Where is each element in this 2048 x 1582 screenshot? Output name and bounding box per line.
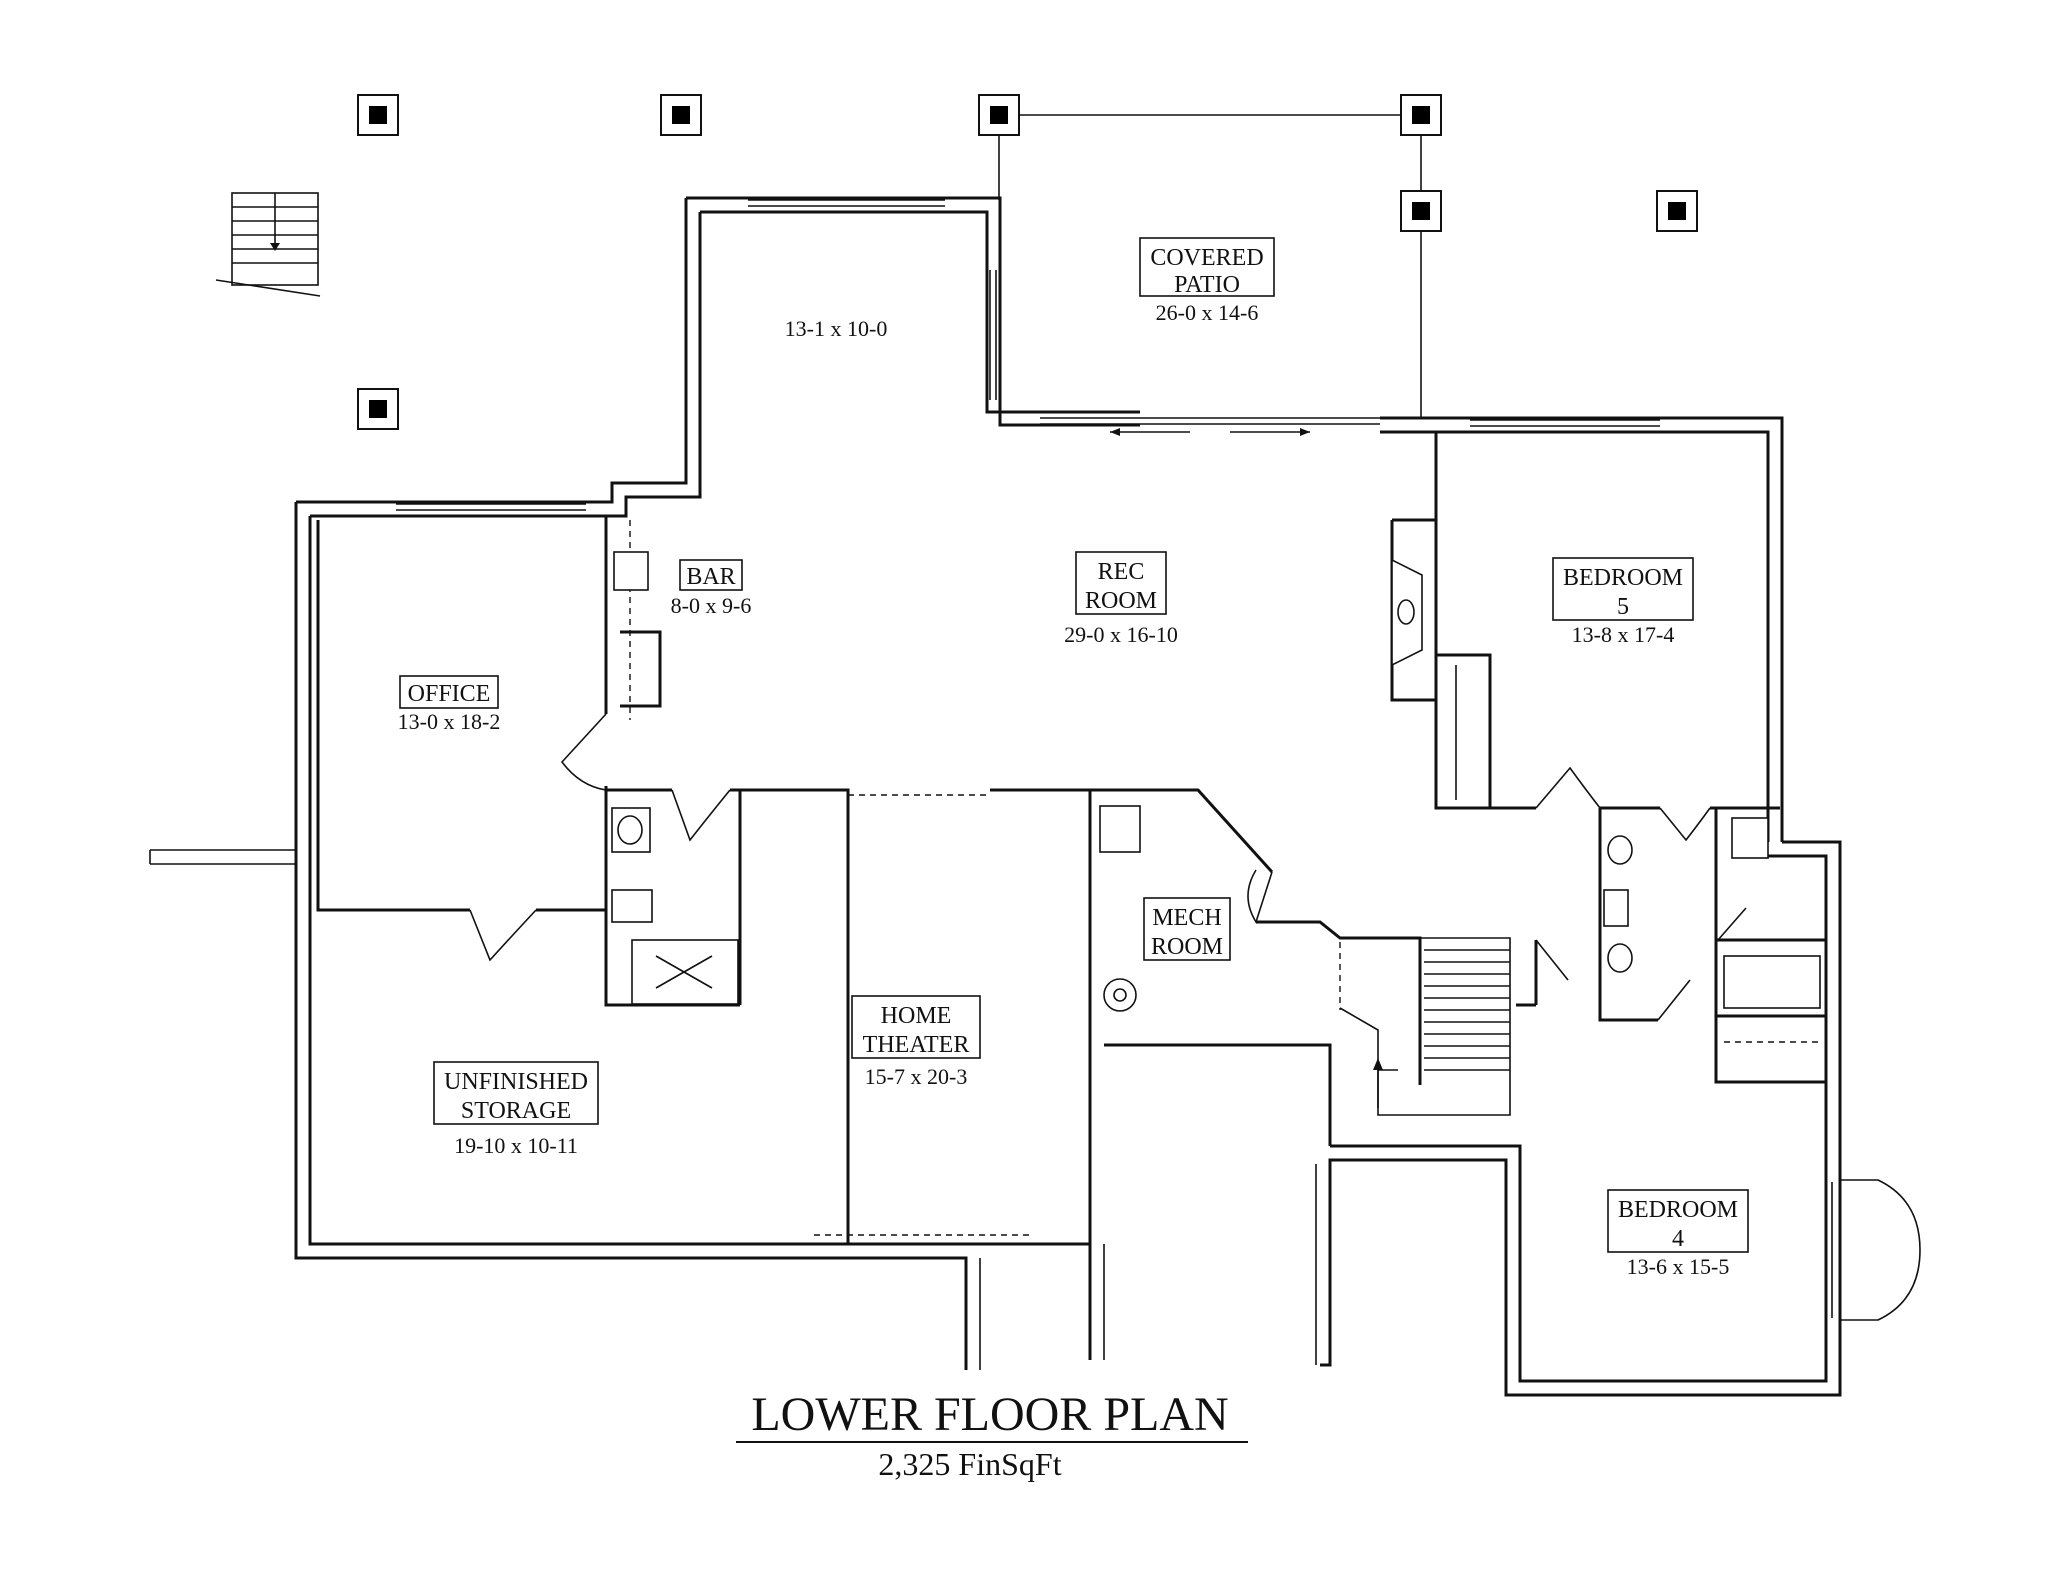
- bedroom4-label-box: [1607, 1189, 1749, 1253]
- bedroom4-dims: 13-6 x 15-5: [1627, 1254, 1730, 1279]
- fixtures: [611, 551, 1821, 1043]
- beam-lines: [998, 114, 1422, 418]
- rec-room-name-1: REC: [1098, 559, 1145, 585]
- plan-subtitle: 2,325 FinSqFt: [878, 1446, 1061, 1482]
- home-theater-dims: 15-7 x 20-3: [865, 1064, 968, 1089]
- right-sink-icon: [1607, 835, 1633, 865]
- bar-sink-icon: [613, 551, 649, 591]
- bedroom4-name-1: BEDROOM: [1618, 1197, 1738, 1223]
- right-toilet-icon: [1731, 817, 1769, 859]
- door-swings: [469, 713, 1747, 1021]
- rec-room-name-2: ROOM: [1085, 588, 1157, 614]
- rec-room-label-box: [1075, 551, 1167, 615]
- office-dims: 13-0 x 18-2: [398, 709, 501, 734]
- room-labels: COVERED PATIO 26-0 x 14-6 13-1 x 10-0 BA…: [398, 237, 1749, 1279]
- bathtub-icon: [1723, 955, 1821, 1009]
- column-post: [1656, 190, 1698, 232]
- column-post: [978, 94, 1020, 136]
- covered-patio-name-1: COVERED: [1150, 245, 1263, 271]
- home-theater-name-1: HOME: [881, 1003, 952, 1029]
- unfinished-storage-name-1: UNFINISHED: [444, 1069, 588, 1095]
- exterior-stair: [215, 192, 321, 297]
- bar-dims: 8-0 x 9-6: [671, 593, 752, 618]
- covered-patio-name-2: PATIO: [1174, 272, 1240, 298]
- column-post: [1400, 94, 1442, 136]
- covered-patio-label-box: [1139, 237, 1275, 297]
- water-heater-icon: [1099, 805, 1141, 853]
- column-post: [1400, 190, 1442, 232]
- office-label-box: [399, 675, 499, 709]
- column-post: [357, 94, 399, 136]
- plan-title: LOWER FLOOR PLAN: [751, 1388, 1228, 1441]
- nook-dims: 13-1 x 10-0: [785, 316, 888, 341]
- rec-room-dims: 29-0 x 16-10: [1064, 622, 1178, 647]
- bedroom5-label-box: [1552, 557, 1694, 621]
- mech-room-label-box: [1143, 897, 1231, 961]
- mech-room-name-1: MECH: [1152, 905, 1221, 931]
- left-toilet-icon: [611, 889, 653, 923]
- mech-room-name-2: ROOM: [1151, 934, 1223, 960]
- column-post: [357, 388, 399, 430]
- interior-walls: [316, 432, 1826, 1244]
- bedroom5-name-2: 5: [1617, 594, 1629, 620]
- column-post: [660, 94, 702, 136]
- unfinished-storage-dims: 19-10 x 10-11: [454, 1133, 578, 1158]
- bedroom4-name-2: 4: [1672, 1226, 1684, 1252]
- columns: [357, 94, 1698, 430]
- home-theater-name-2: THEATER: [863, 1032, 970, 1058]
- home-theater-label-box: [851, 995, 981, 1059]
- bedroom5-dims: 13-8 x 17-4: [1572, 622, 1675, 647]
- office-name: OFFICE: [408, 681, 491, 707]
- unfinished-storage-label-box: [433, 1061, 599, 1125]
- bedroom5-name-1: BEDROOM: [1563, 565, 1683, 591]
- covered-patio-dims: 26-0 x 14-6: [1156, 300, 1259, 325]
- bar-name: BAR: [686, 564, 735, 590]
- unfinished-storage-name-2: STORAGE: [461, 1098, 571, 1124]
- bar-label-box: [679, 559, 743, 591]
- plan-title-block: LOWER FLOOR PLAN 2,325 FinSqFt: [736, 1388, 1248, 1482]
- walls: [149, 196, 1921, 1397]
